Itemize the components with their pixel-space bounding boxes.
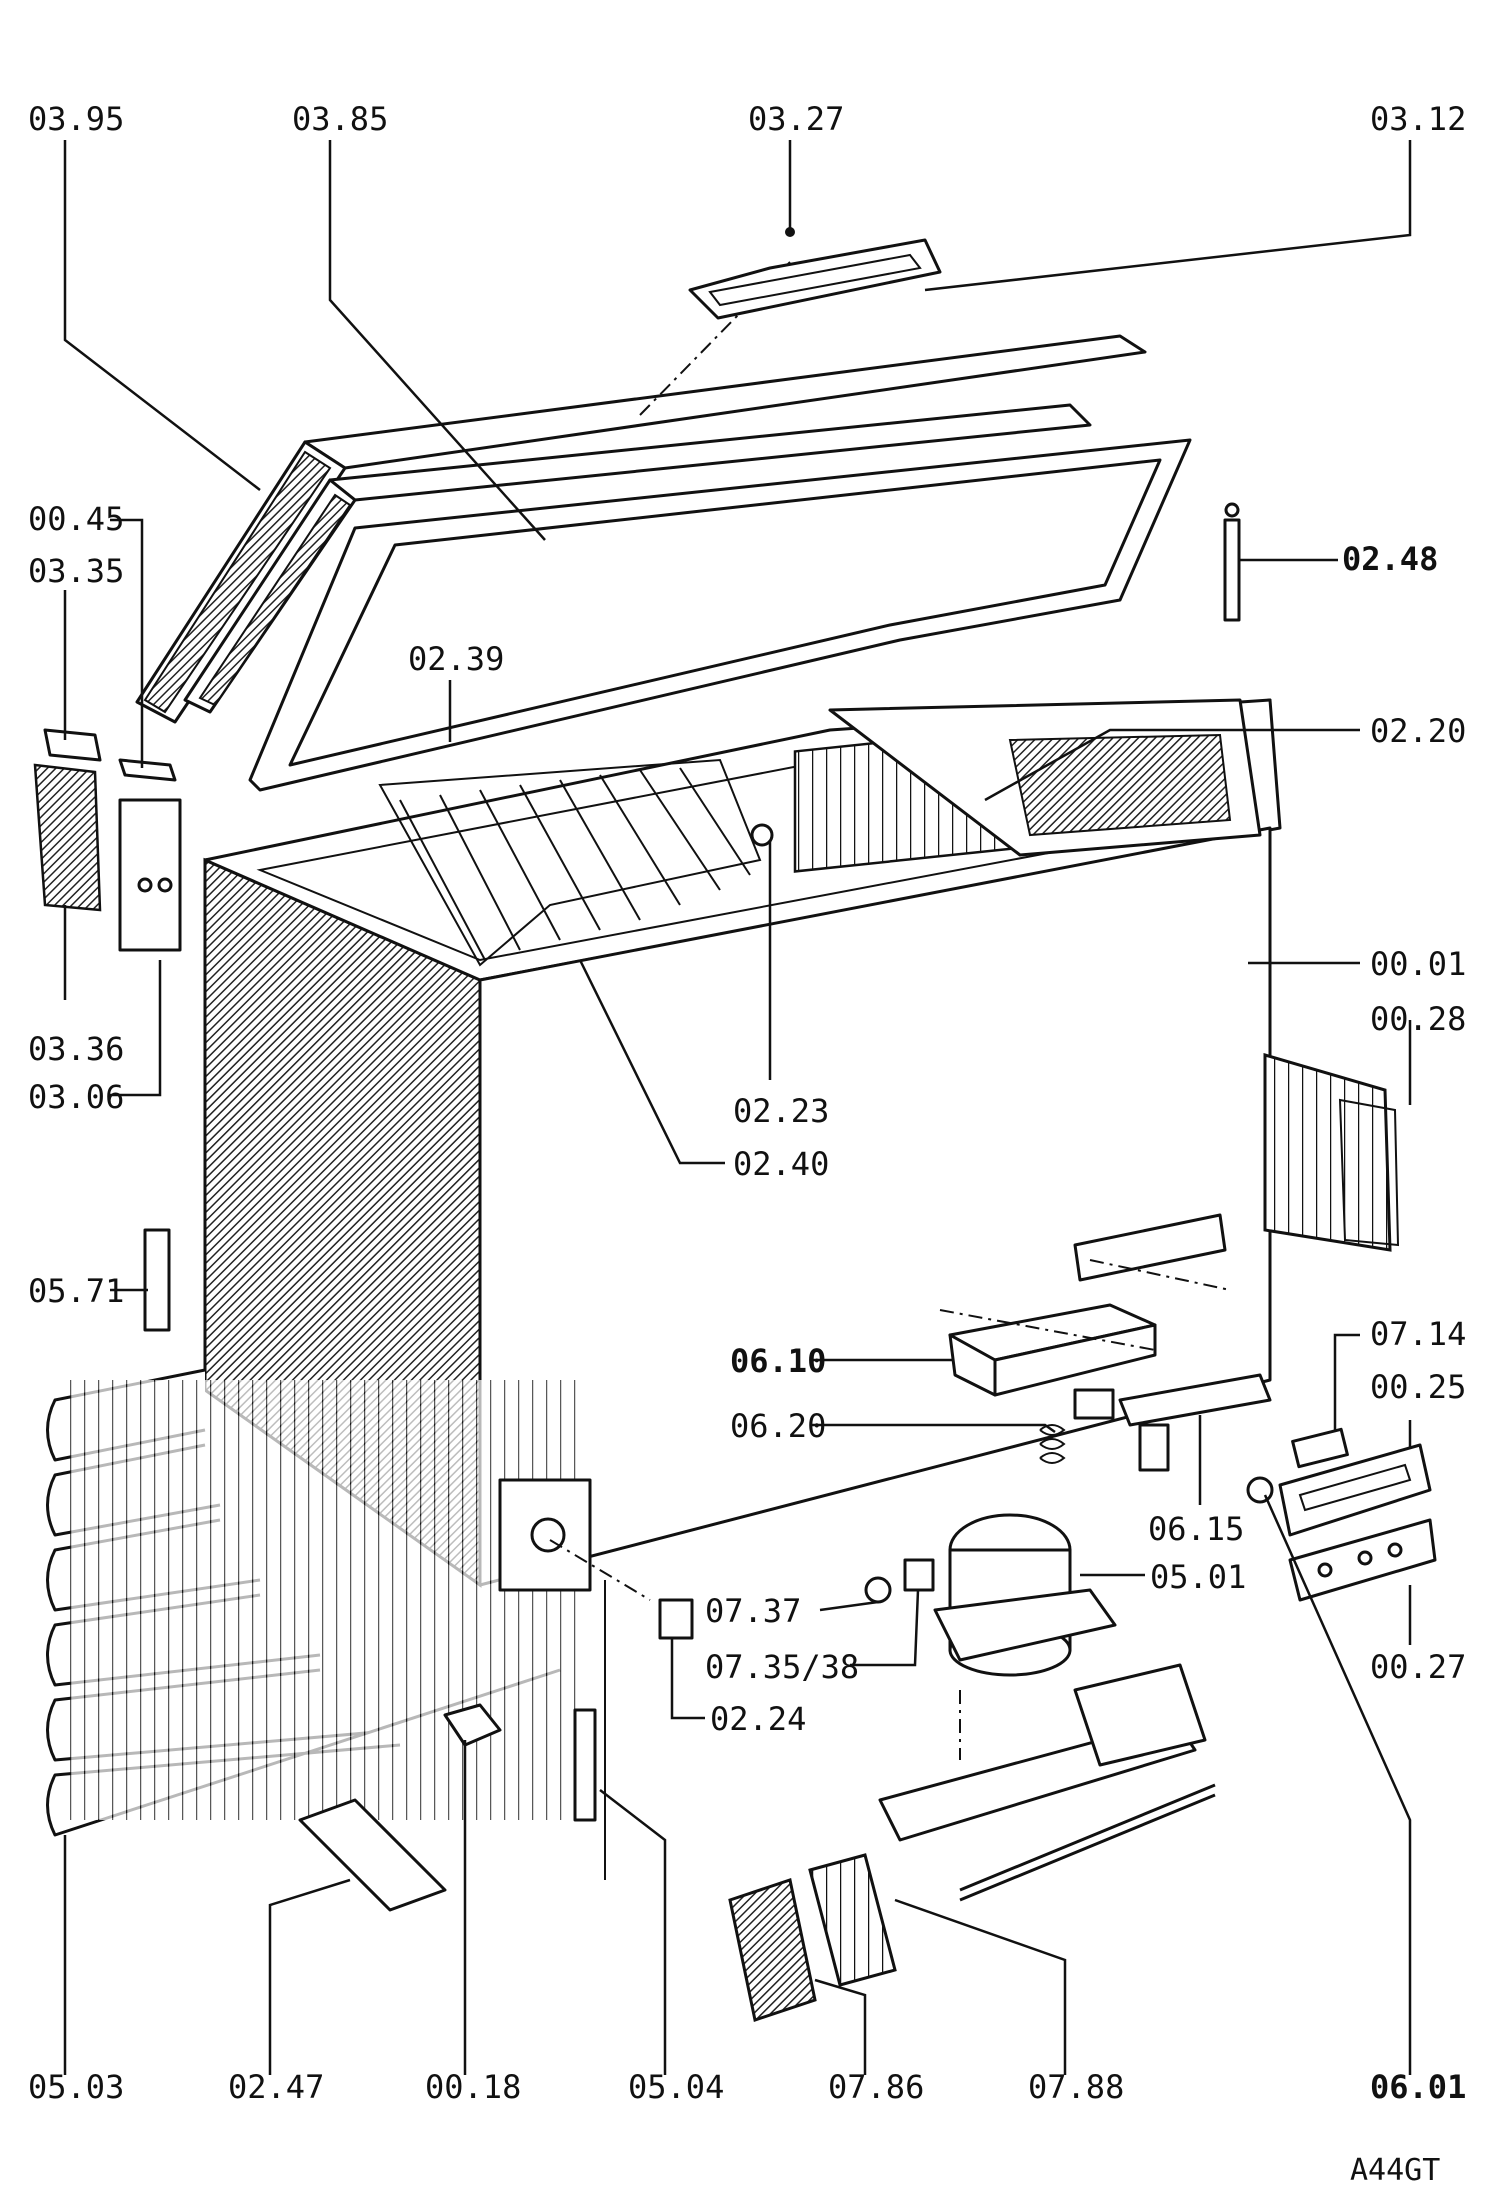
cable-clip	[443, 1703, 502, 1747]
part-label-0223: 02.23	[733, 1092, 829, 1130]
control-panel	[1278, 1427, 1437, 1602]
part-label-0312: 03.12	[1370, 100, 1466, 138]
capacitor	[864, 1558, 935, 1604]
part-label-0025: 00.25	[1370, 1368, 1466, 1406]
part-label-0224: 02.24	[710, 1700, 806, 1738]
base-frame	[878, 1663, 1216, 1902]
power-inlet-plate	[498, 1478, 651, 1601]
terminal-block	[658, 1598, 694, 1640]
part-label-0045: 00.45	[28, 500, 124, 538]
part-label-0027: 00.27	[1370, 1648, 1466, 1686]
drip-tray	[298, 1798, 447, 1912]
part-label-0248: 02.48	[1342, 540, 1438, 578]
lid-handle	[688, 227, 942, 320]
hinge-assembly	[118, 758, 182, 952]
part-label-0601: 06.01	[1370, 2068, 1466, 2106]
part-label-0786: 07.86	[828, 2068, 924, 2106]
box-axis	[939, 1309, 1156, 1351]
cabinet-body	[203, 698, 1282, 1588]
relay	[808, 1853, 897, 1987]
part-label-0336: 03.36	[28, 1030, 124, 1068]
part-label-0504: 05.04	[628, 2068, 724, 2106]
part-label-0247: 02.47	[228, 2068, 324, 2106]
drawing-reference-code: A44GT	[1350, 2153, 1440, 2188]
part-label-0395: 03.95	[28, 100, 124, 138]
part-label-0501: 05.01	[1150, 1558, 1246, 1596]
temperature-probe	[1223, 502, 1241, 622]
relay-cover	[728, 1878, 817, 2022]
part-label-0018: 00.18	[425, 2068, 521, 2106]
part-label-0737: 07.37	[705, 1592, 801, 1630]
side-clip	[143, 1228, 171, 1332]
part-label-0615: 06.15	[1148, 1510, 1244, 1548]
part-label-0620: 06.20	[730, 1407, 826, 1445]
condenser-coil	[46, 1368, 580, 1837]
part-label-0239: 02.39	[408, 640, 504, 678]
drain-plug	[750, 823, 774, 847]
part-label-0220: 02.20	[1370, 712, 1466, 750]
part-label-0327: 03.27	[748, 100, 844, 138]
thermostat-bracket	[1073, 1373, 1272, 1472]
part-label-0335: 03.35	[28, 552, 124, 590]
part-label-0028: 00.28	[1370, 1000, 1466, 1038]
part-label-0240: 02.40	[733, 1145, 829, 1183]
part-label-0714: 07.14	[1370, 1315, 1466, 1353]
part-label-07358: 07.35/38	[705, 1648, 859, 1686]
part-label-0571: 05.71	[28, 1272, 124, 1310]
leader-lines	[63, 140, 1412, 2075]
part-label-0610: 06.10	[730, 1342, 826, 1380]
part-label-0503: 05.03	[28, 2068, 124, 2106]
thermostat-knob	[1246, 1476, 1274, 1504]
wire-basket	[378, 758, 762, 967]
hinge-cover	[33, 728, 102, 912]
part-label-0306: 03.06	[28, 1078, 124, 1116]
rear-grille	[1263, 1053, 1400, 1252]
lid-gasket	[248, 438, 1192, 792]
part-label-0001: 00.01	[1370, 945, 1466, 983]
drier-filter	[573, 1580, 606, 1880]
base-cutout	[1073, 1213, 1231, 1291]
compressor	[933, 1513, 1117, 1677]
lid-inner-panel	[183, 403, 1092, 714]
part-label-0788: 07.88	[1028, 2068, 1124, 2106]
part-label-0385: 03.85	[292, 100, 388, 138]
divider-panel	[793, 698, 1262, 873]
lid-outer	[135, 334, 1147, 724]
